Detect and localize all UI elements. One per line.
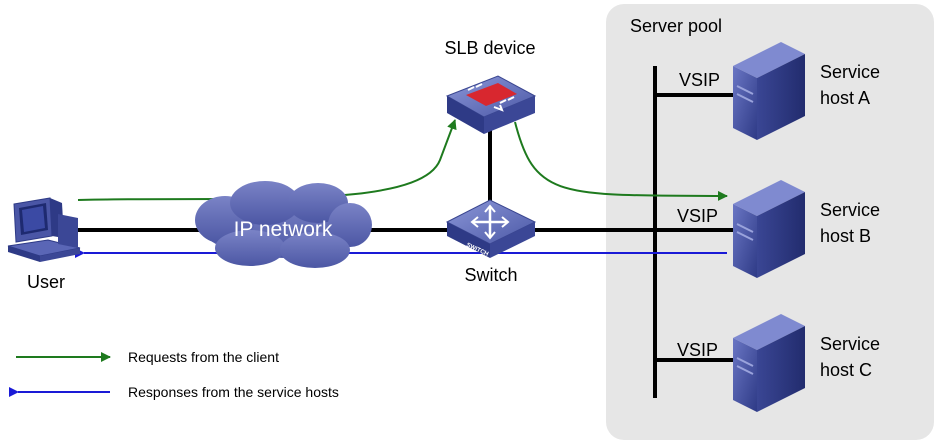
host-b-label-line2: host B bbox=[820, 226, 871, 246]
host-a-label-line1: Service bbox=[820, 62, 880, 82]
server-pool-label: Server pool bbox=[630, 16, 722, 36]
vsip-label-b: VSIP bbox=[677, 206, 718, 226]
host-a-label-line2: host A bbox=[820, 88, 870, 108]
host-c-label-line1: Service bbox=[820, 334, 880, 354]
vsip-label-c: VSIP bbox=[677, 340, 718, 360]
server-host-a-icon bbox=[733, 42, 805, 140]
vsip-label-a: VSIP bbox=[679, 70, 720, 90]
legend-request-label: Requests from the client bbox=[128, 349, 279, 365]
host-c-label-line2: host C bbox=[820, 360, 872, 380]
ip-network-label: IP network bbox=[234, 218, 333, 241]
server-host-b-icon bbox=[733, 180, 805, 278]
request-arrow-slb-to-host bbox=[514, 121, 728, 201]
server-host-c-icon bbox=[733, 314, 805, 412]
ip-network-cloud bbox=[195, 181, 372, 268]
switch-label: Switch bbox=[464, 265, 517, 285]
host-b-label-line1: Service bbox=[820, 200, 880, 220]
user-label: User bbox=[27, 272, 65, 292]
user-computer-icon bbox=[7, 197, 81, 262]
switch-icon bbox=[445, 199, 537, 258]
legend-response-label: Responses from the service hosts bbox=[128, 384, 339, 400]
slb-device-label: SLB device bbox=[444, 38, 535, 58]
slb-device-icon bbox=[445, 75, 537, 134]
